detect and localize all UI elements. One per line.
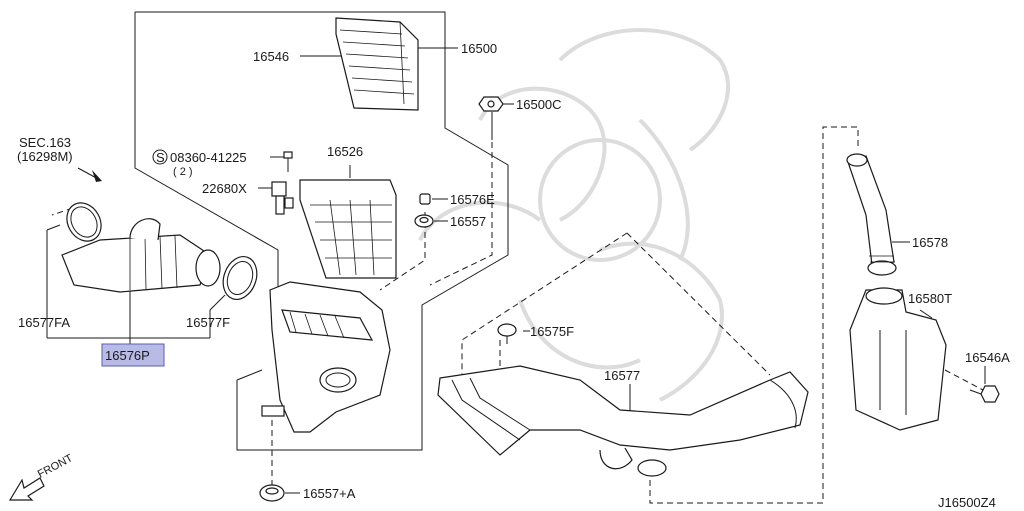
sec-arrow-icon bbox=[77, 167, 102, 182]
label-16546[interactable]: 16546 bbox=[253, 49, 289, 64]
clamp-16577f bbox=[222, 256, 258, 300]
bolt-16546a bbox=[969, 385, 1000, 403]
duct-16577 bbox=[437, 365, 809, 477]
label-16577[interactable]: 16577 bbox=[604, 368, 640, 383]
label-16557a[interactable]: 16557+A bbox=[303, 486, 356, 501]
resonator-16526 bbox=[299, 179, 397, 279]
label-16576p[interactable]: 16576P bbox=[105, 348, 150, 363]
hose-16578 bbox=[846, 153, 897, 276]
air-filter-element bbox=[335, 17, 419, 111]
label-16575f[interactable]: 16575F bbox=[530, 324, 574, 339]
grommet-16557a bbox=[259, 484, 285, 502]
duct-16576p bbox=[61, 218, 221, 293]
nut-16500c bbox=[478, 96, 504, 112]
label-front: FRONT bbox=[36, 452, 75, 481]
label-16546a[interactable]: 16546A bbox=[965, 350, 1010, 365]
screw-symbol: S bbox=[156, 150, 165, 165]
resonator-16580t bbox=[849, 287, 947, 431]
assembly-outline bbox=[134, 11, 509, 451]
label-08360-qty: ( 2 ) bbox=[173, 166, 193, 178]
label-16577fa[interactable]: 16577FA bbox=[18, 315, 70, 330]
label-16526[interactable]: 16526 bbox=[327, 144, 363, 159]
grommet-16557 bbox=[414, 214, 434, 228]
label-16500[interactable]: 16500 bbox=[461, 41, 497, 56]
sensor-22680x bbox=[271, 181, 294, 215]
screw-08360: S bbox=[152, 149, 293, 172]
label-16576e[interactable]: 16576E bbox=[450, 192, 495, 207]
label-16557[interactable]: 16557 bbox=[450, 214, 486, 229]
front-arrow-icon bbox=[8, 477, 45, 501]
diagram-code: J16500Z4 bbox=[938, 495, 996, 510]
part-highlight bbox=[101, 343, 165, 367]
label-16577f[interactable]: 16577F bbox=[186, 315, 230, 330]
label-sec-16298m[interactable]: (16298M) bbox=[17, 149, 73, 164]
label-sec-163[interactable]: SEC.163 bbox=[19, 135, 71, 150]
plug-16575f bbox=[497, 323, 517, 344]
label-16580t[interactable]: 16580T bbox=[908, 291, 952, 306]
label-08360-41225[interactable]: 08360-41225 bbox=[170, 150, 247, 165]
label-22680x[interactable]: 22680X bbox=[202, 181, 247, 196]
clamp-16577fa bbox=[66, 202, 102, 242]
air-cleaner-body bbox=[261, 281, 391, 433]
label-16500c[interactable]: 16500C bbox=[516, 97, 562, 112]
label-16578[interactable]: 16578 bbox=[912, 235, 948, 250]
clip-16576e bbox=[419, 193, 431, 205]
watermark-emblem bbox=[418, 28, 731, 402]
